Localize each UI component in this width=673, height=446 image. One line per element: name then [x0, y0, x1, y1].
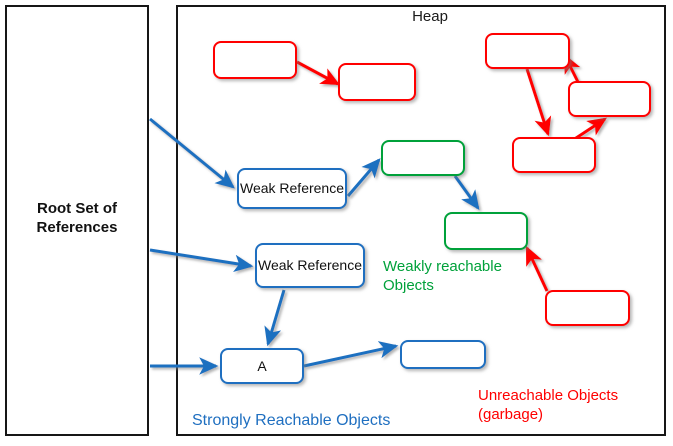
node-red-cluster-2[interactable] [568, 81, 651, 117]
node-red-cluster-1[interactable] [485, 33, 570, 69]
heap-title: Heap [412, 8, 448, 25]
node-green-2[interactable] [444, 212, 528, 250]
node-red-top-1[interactable] [213, 41, 297, 79]
node-red-bottom[interactable] [545, 290, 630, 326]
node-green-1[interactable] [381, 140, 465, 176]
node-weak-reference-1[interactable]: Weak Reference [237, 168, 347, 209]
root-set-panel [5, 5, 149, 436]
caption-weakly-reachable: Weakly reachable Objects [383, 258, 502, 294]
node-red-cluster-3[interactable] [512, 137, 596, 173]
node-object-a[interactable]: A [220, 348, 304, 384]
node-strong-object[interactable] [400, 340, 486, 369]
node-weak-reference-2[interactable]: Weak Reference [255, 243, 365, 288]
caption-unreachable: Unreachable Objects (garbage) [478, 387, 619, 423]
caption-strongly-reachable: Strongly Reachable Objects [192, 412, 391, 429]
node-red-top-2[interactable] [338, 63, 416, 101]
root-set-label: Root Set of References [36, 200, 118, 236]
